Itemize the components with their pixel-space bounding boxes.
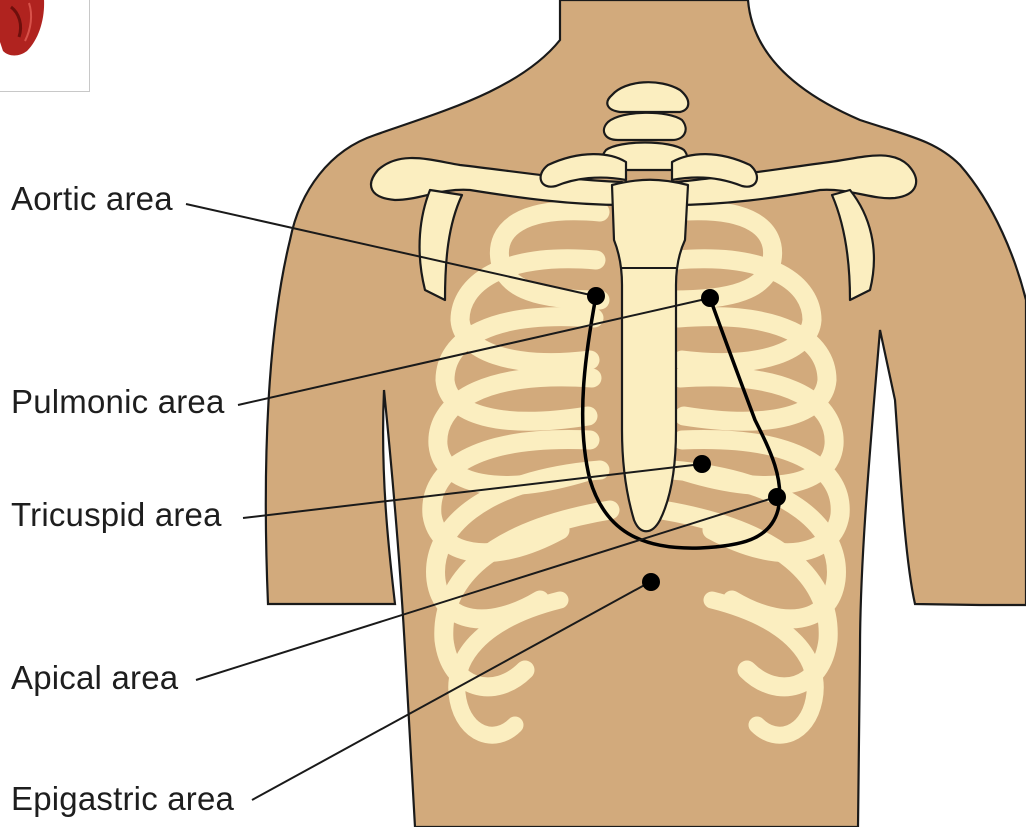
left-scapula bbox=[418, 188, 464, 302]
cervical-spine bbox=[539, 81, 759, 188]
pulmonic-area-label: Pulmonic area bbox=[11, 383, 225, 420]
epigastric-point bbox=[642, 573, 660, 591]
pulmonic-point bbox=[701, 289, 719, 307]
aortic-point bbox=[587, 287, 605, 305]
leader-epigastric bbox=[251, 581, 651, 801]
heart-outline bbox=[580, 295, 782, 550]
right-scapula bbox=[830, 188, 876, 302]
heart-thumbnail[interactable] bbox=[0, 0, 90, 92]
tricuspid-point bbox=[693, 455, 711, 473]
ribs-left bbox=[422, 201, 620, 744]
leader-aortic bbox=[185, 203, 596, 297]
apical-point bbox=[768, 488, 786, 506]
epigastric-area-label: Epigastric area bbox=[11, 780, 235, 817]
heart-thumbnail-icon bbox=[0, 0, 45, 56]
leader-apical bbox=[195, 496, 777, 681]
leader-pulmonic bbox=[237, 297, 711, 406]
leader-tricuspid bbox=[242, 463, 703, 519]
apical-area-label: Apical area bbox=[11, 659, 179, 696]
tricuspid-area-label: Tricuspid area bbox=[11, 496, 222, 533]
aortic-area-label: Aortic area bbox=[11, 180, 173, 217]
leader-lines bbox=[185, 203, 777, 801]
auscultation-points bbox=[587, 287, 786, 591]
right-clavicle bbox=[670, 154, 918, 207]
